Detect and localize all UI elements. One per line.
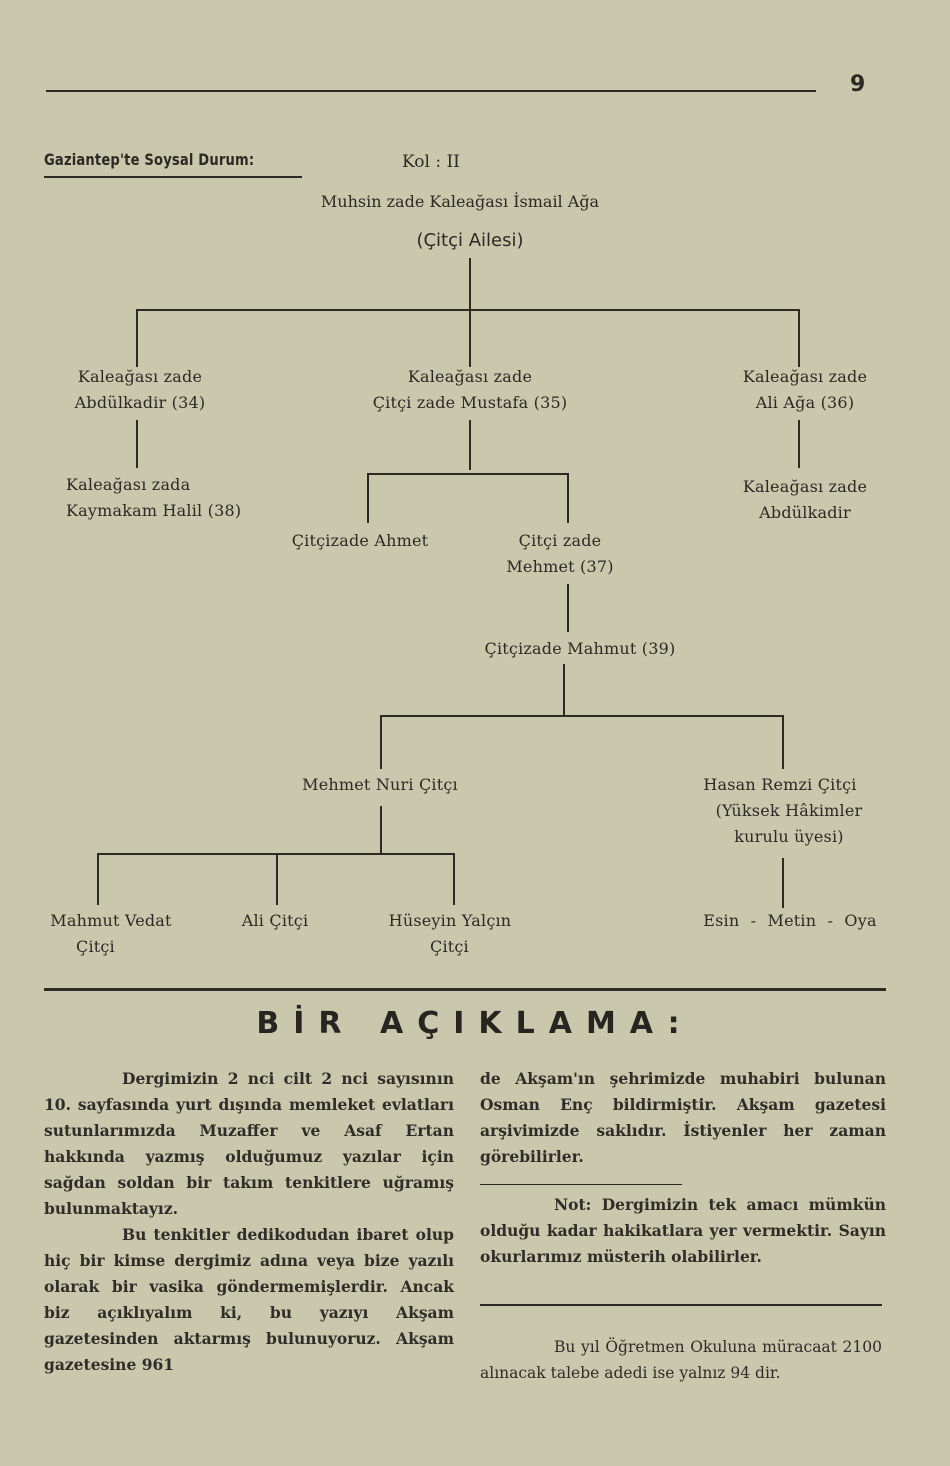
article-left-column: Dergimizin 2 nci cilt 2 nci sayısının 10… — [44, 1066, 454, 1378]
article-heading: BİR AÇIKLAMA: — [256, 1006, 694, 1041]
node-mahmut-vedat: Mahmut Vedat Çitçi — [50, 911, 172, 956]
connector — [380, 715, 784, 717]
node-mustafa-35: Kaleağası zade Çitçi zade Mustafa (35) — [372, 367, 568, 412]
article-divider — [44, 988, 886, 991]
node-mehmet-nuri: Mehmet Nuri Çitçı — [302, 775, 458, 794]
connector — [782, 715, 784, 769]
node-mahmut-39: Çitçizade Mahmut (39) — [484, 639, 676, 658]
connector — [453, 853, 455, 905]
node-abdulkadir-ali: Kaleağası zade Abdülkadir — [742, 477, 868, 522]
node-ahmet: Çitçizade Ahmet — [291, 531, 429, 550]
connector — [469, 258, 471, 310]
tree-root: Muhsin zade Kaleağası İsmail Ağa — [320, 192, 600, 211]
connector — [367, 473, 569, 475]
column-rule — [480, 1184, 682, 1185]
connector — [380, 715, 382, 769]
connector — [367, 473, 369, 523]
node-hasan-remzi: Hasan Remzi Çitçi (Yüksek Hâkimler kurul… — [703, 775, 863, 846]
connector — [97, 853, 99, 905]
page-number: 9 — [850, 72, 866, 97]
node-halil-38: Kaleağası zada Kaymakam Halil (38) — [66, 475, 242, 520]
connector — [798, 309, 800, 367]
section-title: Gaziantep'te Soysal Durum: — [44, 150, 255, 169]
article-paragraph: de Akşam'ın şehrimizde muhabiri bulunan … — [480, 1069, 886, 1166]
node-abdulkadir-34: Kaleağası zade Abdülkadir (34) — [74, 367, 206, 412]
connector — [136, 309, 800, 311]
connector — [136, 420, 138, 468]
node-ali-citci: Ali Çitçi — [241, 911, 309, 930]
connector — [136, 309, 138, 367]
connector — [276, 853, 278, 905]
tree-root-family: (Çitçi Ailesi) — [416, 230, 524, 251]
connector — [567, 584, 569, 632]
header-rule — [46, 90, 816, 92]
section-title-underline — [44, 176, 302, 178]
article-paragraph: Bu tenkitler dedikodudan ibaret olup hiç… — [44, 1225, 454, 1374]
connector — [380, 806, 382, 854]
connector — [563, 664, 565, 716]
node-huseyin-yalcin: Hüseyin Yalçın Çitçi — [388, 911, 512, 956]
kol-label: Kol : II — [402, 152, 460, 172]
connector — [469, 309, 471, 367]
node-mehmet-37: Çitçi zade Mehmet (37) — [506, 531, 614, 576]
connector — [567, 473, 569, 523]
article-footer: Bu yıl Öğretmen Okuluna müracaat 2100 al… — [480, 1338, 882, 1382]
article-note: Not: Dergimizin tek amacı mümkün olduğu … — [480, 1195, 886, 1266]
article-right-column: de Akşam'ın şehrimizde muhabiri bulunan … — [480, 1066, 886, 1170]
article-paragraph: Dergimizin 2 nci cilt 2 nci sayısının 10… — [44, 1069, 454, 1218]
connector — [469, 420, 471, 470]
column-rule — [480, 1304, 882, 1306]
node-ali-aga-36: Kaleağası zade Ali Ağa (36) — [742, 367, 868, 412]
connector — [782, 858, 784, 908]
node-esin-metin-oya: Esin - Metin - Oya — [703, 911, 877, 930]
connector — [798, 420, 800, 468]
